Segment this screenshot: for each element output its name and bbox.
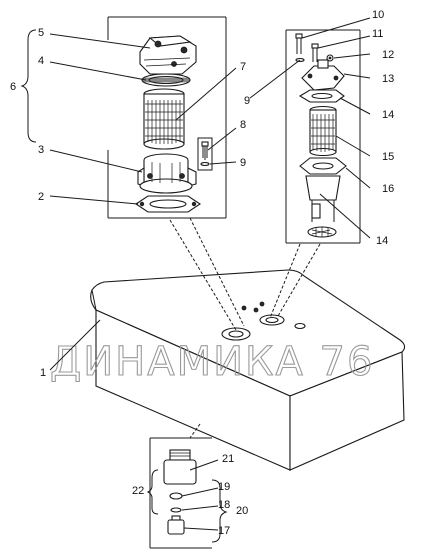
right-housing-part: [299, 157, 347, 238]
callout-22: 22: [132, 485, 144, 497]
callout-18: 18: [218, 499, 230, 511]
callout-16: 16: [382, 183, 394, 195]
callout-17: 17: [218, 525, 230, 537]
right-filter-frame: [285, 29, 361, 244]
left-filter-frame: [107, 16, 227, 219]
callout-13: 13: [382, 73, 394, 85]
callout-14-upper: 14: [382, 109, 394, 121]
tank-filler-openings: [221, 301, 306, 341]
callout-labels: 5 4 6 3 2 7 8 9 9 10 11 12 13 14 15 16 1…: [10, 9, 394, 537]
drain-bolt-part-17: [167, 515, 185, 535]
filter-housing-part: [137, 153, 197, 194]
watermark-text: ДИНАМИКА 76: [50, 339, 374, 385]
callout-3: 3: [38, 144, 44, 156]
callout-6: 6: [10, 81, 16, 93]
filter-gasket-part: [141, 73, 191, 87]
right-gasket-upper-part: [298, 89, 345, 103]
callout-12: 12: [382, 49, 394, 61]
callout-4: 4: [38, 55, 44, 67]
right-filter-element-part: [309, 105, 337, 157]
right-filter-cover-part: [301, 59, 345, 91]
callout-5: 5: [38, 27, 44, 39]
callout-1: 1: [40, 367, 46, 379]
callout-8: 8: [240, 119, 246, 131]
callout-15: 15: [382, 151, 394, 163]
filter-element-part: [143, 88, 185, 150]
drain-ring-part-19: [169, 492, 183, 500]
callout-9-left: 9: [240, 157, 246, 169]
callout-14-lower: 14: [376, 235, 388, 247]
left-bolt-washer-part: [197, 137, 213, 171]
callout-20: 20: [236, 505, 248, 517]
callout-7: 7: [240, 61, 246, 73]
assembly-bracket-20: [211, 479, 228, 543]
callout-leaders: [49, 17, 371, 531]
drain-washer-part-18: [170, 507, 182, 513]
assembly-bracket-22: [146, 469, 159, 515]
filter-cover-part: [139, 35, 197, 75]
drain-plug-part-21: [163, 449, 197, 485]
fuel-tank-body: [90, 217, 406, 471]
callout-21: 21: [222, 453, 234, 465]
callout-19: 19: [218, 481, 230, 493]
callout-2: 2: [38, 191, 44, 203]
bottom-gasket-part: [135, 195, 201, 213]
callout-9-right: 9: [244, 95, 250, 107]
top-bolts-part: [295, 33, 334, 63]
assembly-bracket-6: [20, 29, 37, 143]
callout-10: 10: [372, 9, 384, 21]
callout-11: 11: [372, 28, 383, 40]
